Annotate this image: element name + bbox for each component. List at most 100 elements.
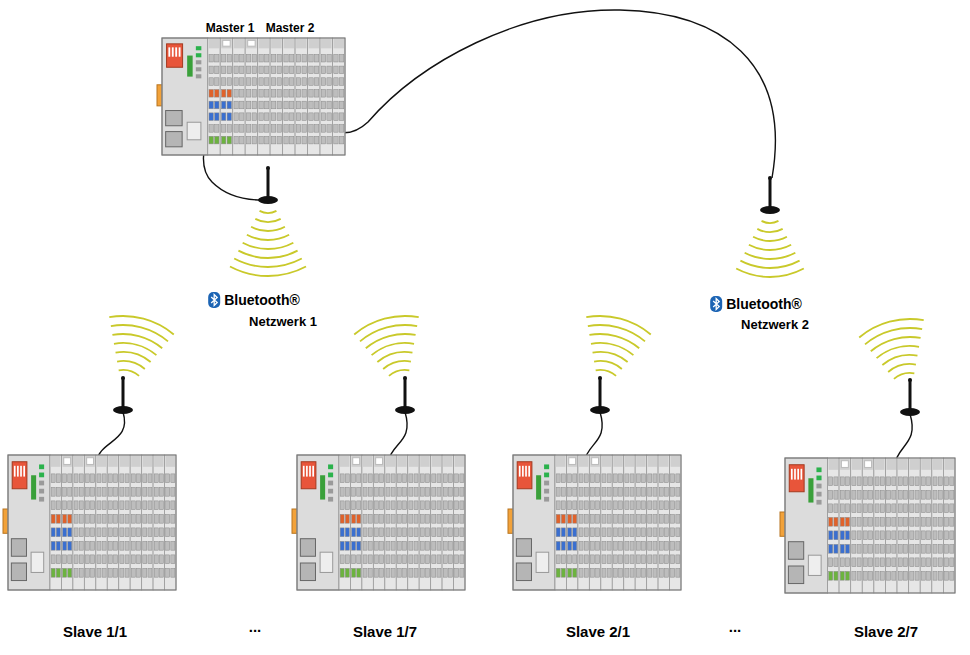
controller-device xyxy=(376,458,383,465)
controller-device xyxy=(345,487,349,496)
controller-device xyxy=(380,568,384,577)
radio-waves xyxy=(260,211,277,213)
controller-device xyxy=(345,514,349,523)
controller-device xyxy=(306,466,308,477)
controller-device xyxy=(602,456,611,467)
controller-device xyxy=(648,514,652,523)
controller-device xyxy=(63,555,67,564)
controller-device xyxy=(938,490,942,499)
controller-device xyxy=(252,66,256,74)
antenna-symbol xyxy=(403,376,407,380)
controller-device xyxy=(368,514,372,523)
controller-device xyxy=(676,541,680,550)
controller-device xyxy=(845,544,849,553)
controller-device xyxy=(898,544,902,553)
controller-device xyxy=(561,487,565,496)
controller-device xyxy=(63,528,67,537)
controller-device xyxy=(391,528,395,537)
controller-device xyxy=(289,78,293,86)
radio-waves xyxy=(736,269,804,277)
controller-device xyxy=(880,504,884,513)
controller-device xyxy=(834,571,838,580)
controller-device xyxy=(270,38,282,155)
controller-device xyxy=(664,568,668,577)
controller-device xyxy=(403,474,407,483)
controller-device xyxy=(79,487,83,496)
controller-device xyxy=(921,459,931,470)
controller-device xyxy=(414,568,418,577)
controller-device xyxy=(363,555,367,564)
controller-device xyxy=(196,60,201,64)
antenna-symbol xyxy=(267,168,270,200)
controller-device xyxy=(259,136,263,144)
controller-device xyxy=(8,455,176,590)
controller-device xyxy=(409,528,413,537)
controller-device xyxy=(328,481,333,486)
controller-device xyxy=(829,504,833,513)
controller-device xyxy=(125,541,129,550)
controller-device xyxy=(215,54,219,62)
controller-device xyxy=(443,514,447,523)
controller-device xyxy=(910,544,914,553)
controller-device xyxy=(143,456,152,467)
controller-device xyxy=(653,528,657,537)
controller-device xyxy=(321,78,325,86)
controller-device xyxy=(584,514,588,523)
controller-device xyxy=(143,541,147,550)
controller-device xyxy=(816,467,821,472)
controller-device xyxy=(391,487,395,496)
controller-device xyxy=(561,555,565,564)
controller-device xyxy=(271,125,275,133)
controller-device xyxy=(612,455,623,590)
controller-device xyxy=(625,487,629,496)
controller-device xyxy=(573,514,577,523)
controller-device xyxy=(87,458,94,465)
controller-device xyxy=(613,514,617,523)
controller-device xyxy=(933,558,937,567)
controller-device xyxy=(339,54,343,62)
controller-device xyxy=(938,477,942,486)
controller-device xyxy=(432,474,436,483)
controller-device xyxy=(636,474,640,483)
controller-device xyxy=(887,571,891,580)
radio-waves xyxy=(753,237,787,241)
controller-device xyxy=(863,571,867,580)
controller-device xyxy=(513,455,555,590)
controller-device xyxy=(79,541,83,550)
controller-device xyxy=(845,571,849,580)
controller-device xyxy=(321,101,325,109)
controller-device xyxy=(131,555,135,564)
controller-device xyxy=(671,541,675,550)
radio-waves xyxy=(588,325,645,341)
controller-device xyxy=(641,528,645,537)
controller-device xyxy=(671,456,680,467)
controller-device xyxy=(227,101,231,109)
controller-device xyxy=(933,490,937,499)
controller-device xyxy=(573,474,577,483)
controller-device xyxy=(97,514,101,523)
controller-device xyxy=(252,136,256,144)
controller-device xyxy=(950,477,954,486)
controller-device xyxy=(196,67,201,71)
controller-device xyxy=(114,501,118,510)
controller-device xyxy=(898,459,908,470)
controller-device xyxy=(898,571,902,580)
controller-device xyxy=(397,568,401,577)
controller-device xyxy=(590,456,599,467)
controller-device xyxy=(39,481,44,486)
controller-device xyxy=(829,477,833,486)
controller-device xyxy=(641,514,645,523)
controller-device xyxy=(289,54,293,62)
controller-device xyxy=(327,113,331,121)
controller-device xyxy=(301,462,316,489)
controller-device xyxy=(596,474,600,483)
controller-device xyxy=(607,501,611,510)
controller-device xyxy=(568,514,572,523)
controller-device xyxy=(903,571,907,580)
controller-device xyxy=(107,455,118,590)
controller-device xyxy=(368,474,372,483)
controller-device xyxy=(215,101,219,109)
controller-device xyxy=(613,487,617,496)
controller-device xyxy=(102,528,106,537)
